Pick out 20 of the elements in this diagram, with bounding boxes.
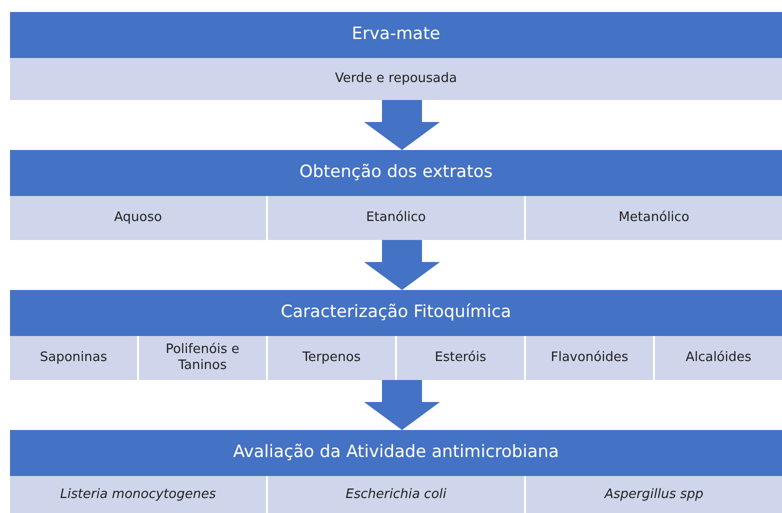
category-cell: Verde e repousada	[10, 58, 782, 100]
block-arrow	[364, 240, 440, 290]
category-cell: Escherichia coli	[268, 476, 524, 513]
category-cell: Terpenos	[268, 336, 395, 380]
category-cell: Esteróis	[397, 336, 524, 380]
stage-header: Erva-mate	[10, 12, 782, 58]
category-cell: Saponinas	[10, 336, 137, 380]
category-cell: Aspergillus spp	[526, 476, 782, 513]
block-arrow	[364, 100, 440, 150]
category-cell: Etanólico	[268, 196, 524, 240]
category-cell: Alcalóides	[655, 336, 782, 380]
block-arrow	[364, 380, 440, 430]
category-cell: Aquoso	[10, 196, 266, 240]
stage-header: Obtenção dos extratos	[10, 150, 782, 196]
category-cell: Metanólico	[526, 196, 782, 240]
category-cell: Flavonóides	[526, 336, 653, 380]
stage-header: Avaliação da Atividade antimicrobiana	[10, 430, 782, 476]
category-cell: Polifenóis e Taninos	[139, 336, 266, 380]
category-cell: Listeria monocytogenes	[10, 476, 266, 513]
stage-header: Caracterização Fitoquímica	[10, 290, 782, 336]
